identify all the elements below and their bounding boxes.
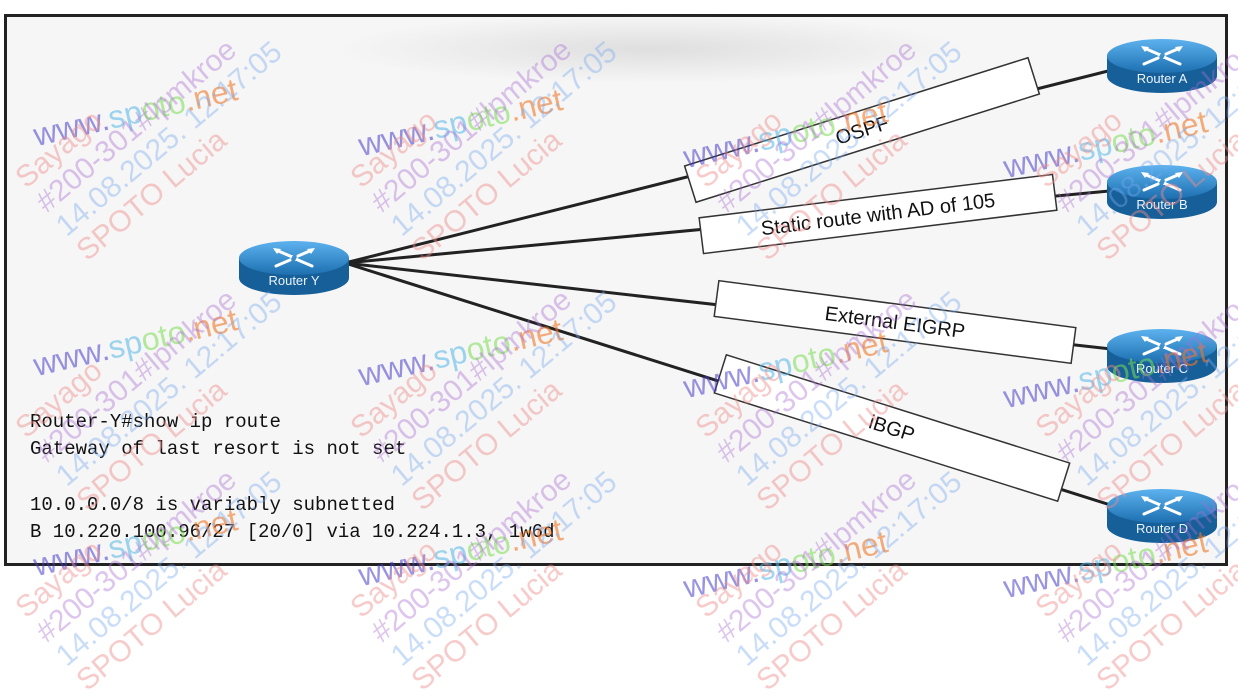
router-d: Router D xyxy=(1105,487,1219,545)
router-y-label: Router Y xyxy=(268,273,319,288)
router-a: Router A xyxy=(1105,37,1219,95)
cli-line-show-command: Router-Y#show ip route xyxy=(30,411,281,433)
router-c-label: Router C xyxy=(1136,361,1188,376)
link-label-box-b: Static route with AD of 105 xyxy=(698,173,1058,255)
router-c: Router C xyxy=(1105,327,1219,385)
cli-line-subnetted: 10.0.0.0/8 is variably subnetted xyxy=(30,494,395,516)
screenshot-canvas: OSPF Static route with AD of 105 Externa… xyxy=(4,14,1238,697)
cli-line-bgp-route: B 10.220.100.96/27 [20/0] via 10.224.1.3… xyxy=(30,521,555,543)
router-b-label: Router B xyxy=(1136,197,1187,212)
router-d-label: Router D xyxy=(1136,521,1188,536)
link-label-box-d: iBGP xyxy=(713,353,1071,503)
link-label-box-a: OSPF xyxy=(683,56,1041,204)
router-b: Router B xyxy=(1105,163,1219,221)
cli-line-gateway: Gateway of last resort is not set xyxy=(30,438,407,460)
background-glow xyxy=(330,14,970,84)
router-y: Router Y xyxy=(237,239,351,297)
link-label-box-c: External EIGRP xyxy=(713,279,1077,365)
router-a-label: Router A xyxy=(1137,71,1188,86)
network-diagram: OSPF Static route with AD of 105 Externa… xyxy=(237,37,1219,545)
